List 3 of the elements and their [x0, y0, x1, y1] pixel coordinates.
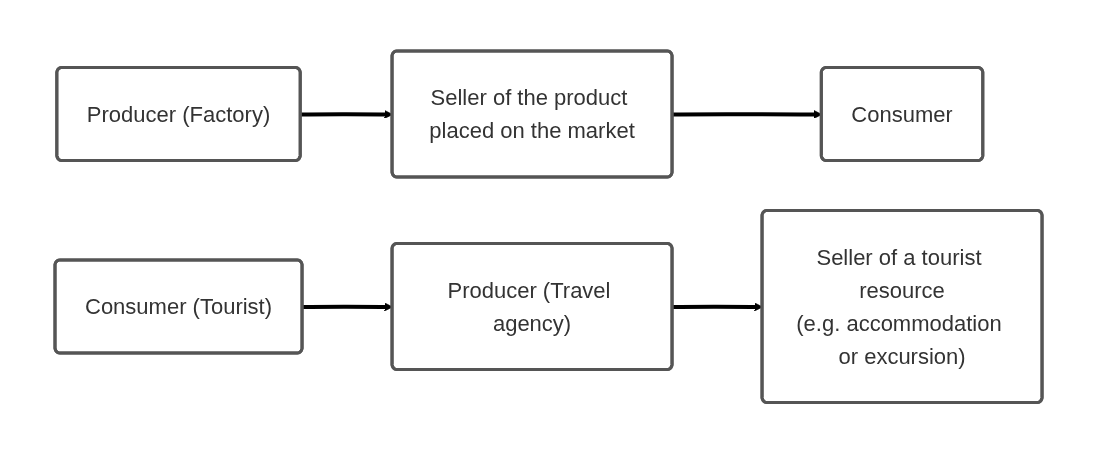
arrow: [672, 302, 763, 312]
arrow: [302, 302, 393, 312]
arrow: [300, 109, 393, 119]
